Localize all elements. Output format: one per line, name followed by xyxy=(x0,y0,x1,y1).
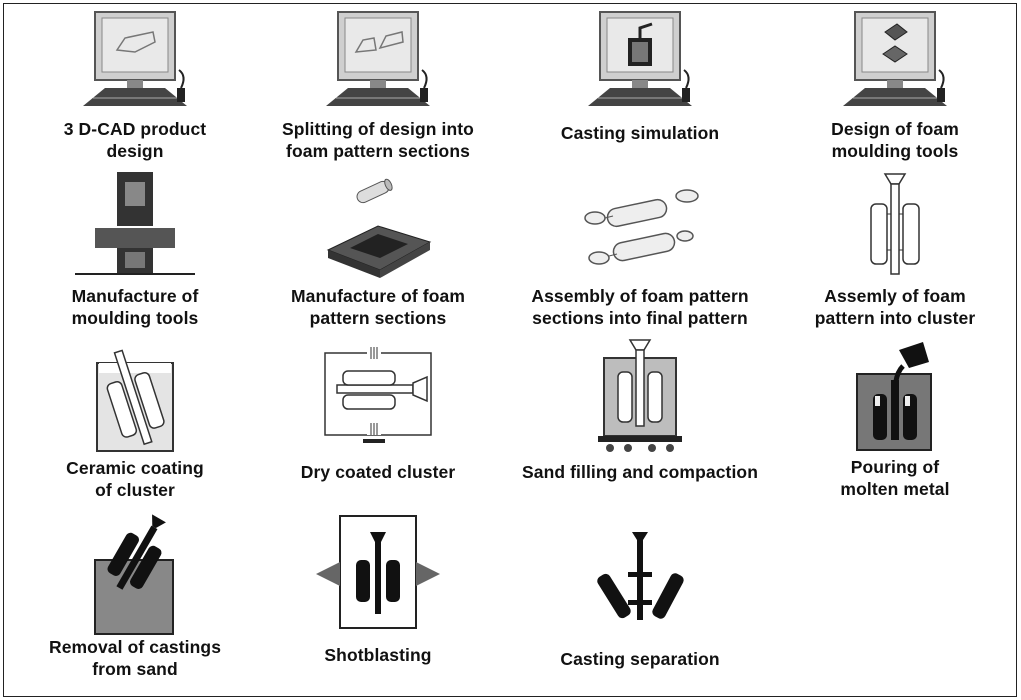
pouring-ladle-icon xyxy=(856,342,932,451)
computer-monitor-icon xyxy=(83,11,187,106)
separated-castings-icon xyxy=(597,532,684,620)
step-dry-coated-cluster: Dry coated cluster xyxy=(253,343,503,482)
sand-flask-icon xyxy=(598,339,682,452)
computer-monitor-icon xyxy=(843,11,947,106)
step-sand-filling: Sand filling and compaction xyxy=(515,336,765,482)
foam-pattern-parts-icon xyxy=(584,189,699,265)
shotblasting-icon xyxy=(316,515,440,629)
caption-sand-filling: Sand filling and compaction xyxy=(521,462,759,482)
caption-casting-separation: Casting separation xyxy=(560,649,720,669)
caption-casting-simulation: Casting simulation xyxy=(560,123,720,143)
computer-monitor-icon xyxy=(326,11,430,106)
cluster-icon xyxy=(870,173,920,275)
caption-dry-coated-cluster: Dry coated cluster xyxy=(300,462,456,482)
dried-cluster-icon xyxy=(324,347,432,443)
coating-bath-icon xyxy=(96,349,174,452)
computer-monitor-icon xyxy=(588,11,692,106)
moulding-tool-icon xyxy=(75,172,195,275)
step-casting-separation: Casting separation xyxy=(515,528,765,669)
caption-shotblasting: Shotblasting xyxy=(324,645,432,665)
removal-box-icon xyxy=(94,514,174,635)
step-casting-simulation: Casting simulation xyxy=(515,10,765,143)
step-shotblasting: Shotblasting xyxy=(253,512,503,665)
foam-mould-icon xyxy=(326,178,432,278)
